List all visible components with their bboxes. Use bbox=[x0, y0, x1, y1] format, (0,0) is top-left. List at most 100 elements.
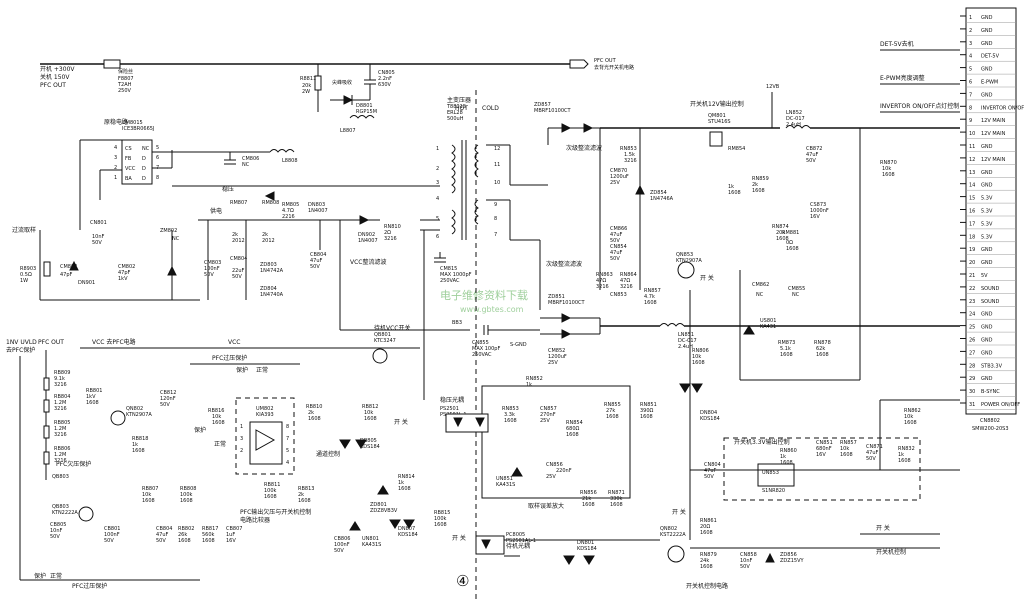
svg-text:UM802: UM802 bbox=[256, 406, 274, 412]
connector-pin-name: GND bbox=[981, 41, 993, 47]
svg-text:1608: 1608 bbox=[904, 420, 917, 426]
svg-text:STU416S: STU416S bbox=[708, 119, 731, 125]
svg-text:D: D bbox=[142, 166, 146, 172]
inv-label: INVERTOR ON/OFF点灯控制 bbox=[880, 102, 959, 110]
svg-text:47uF: 47uF bbox=[610, 232, 623, 238]
sense-resistor bbox=[43, 261, 51, 277]
svg-text:1608: 1608 bbox=[780, 352, 793, 358]
fuse-ref: 保险丝 bbox=[118, 68, 133, 75]
connector-pin-number: 9 bbox=[969, 118, 972, 124]
svg-text:ZD801: ZD801 bbox=[370, 502, 387, 508]
connector-pin-number: 10 bbox=[969, 131, 975, 137]
pfc-ov-bottom: PFC过压保护 bbox=[72, 582, 107, 590]
svg-text:6: 6 bbox=[436, 234, 439, 240]
qn802-transistor bbox=[110, 410, 126, 426]
svg-text:DN804: DN804 bbox=[700, 410, 717, 416]
svg-text:50V: 50V bbox=[104, 538, 114, 544]
svg-text:8: 8 bbox=[156, 175, 159, 181]
svg-text:DC-017: DC-017 bbox=[678, 338, 697, 344]
svg-text:220nF: 220nF bbox=[556, 468, 572, 474]
svg-text:NC: NC bbox=[172, 236, 180, 242]
pfc-out-label: PFC OUT bbox=[594, 58, 617, 64]
svg-text:1k: 1k bbox=[728, 184, 734, 190]
svg-text:DB805: DB805 bbox=[360, 438, 377, 444]
connector-pin-number: 4 bbox=[969, 54, 972, 60]
svg-text:4: 4 bbox=[286, 460, 289, 466]
svg-text:1N4746A: 1N4746A bbox=[650, 196, 674, 202]
protect-label: 保护 bbox=[236, 366, 248, 374]
connector-block: DET-5V去机 E-PWM亮度调整 INVERTOR ON/OFF点灯控制 1… bbox=[880, 7, 1024, 432]
svg-text:47pF: 47pF bbox=[118, 270, 131, 276]
svg-text:CM855: CM855 bbox=[788, 286, 805, 292]
svg-text:2216: 2216 bbox=[282, 214, 295, 220]
svg-text:CS873: CS873 bbox=[810, 202, 826, 208]
svg-text:1608: 1608 bbox=[504, 418, 517, 424]
pfc-out-arrow bbox=[569, 59, 589, 69]
svg-text:CN804: CN804 bbox=[704, 462, 721, 468]
svg-text:0.5Ω: 0.5Ω bbox=[20, 272, 32, 278]
svg-text:RN806: RN806 bbox=[692, 348, 709, 354]
svg-text:RM854: RM854 bbox=[728, 146, 745, 152]
svg-text:4: 4 bbox=[436, 196, 439, 202]
svg-text:ZD851: ZD851 bbox=[548, 294, 565, 300]
svg-text:2k: 2k bbox=[752, 182, 758, 188]
svg-text:1608: 1608 bbox=[786, 246, 799, 252]
svg-text:25V: 25V bbox=[540, 418, 550, 424]
connector-pin-name: GND bbox=[981, 260, 993, 266]
svg-text:4: 4 bbox=[114, 145, 117, 151]
connector-pin-number: 7 bbox=[969, 92, 972, 98]
svg-text:9: 9 bbox=[494, 202, 497, 208]
svg-text:RN879: RN879 bbox=[700, 552, 717, 558]
stabilize-label: 稳压 bbox=[222, 185, 234, 193]
svg-text:680nF: 680nF bbox=[816, 446, 832, 452]
watermark-text: 电子维修资料下载 bbox=[440, 288, 528, 302]
svg-text:3216: 3216 bbox=[54, 382, 67, 388]
on-off-ctrl-label: 开关机控制电路 bbox=[686, 582, 728, 590]
svg-text:16V: 16V bbox=[816, 452, 826, 458]
svg-text:47uF: 47uF bbox=[704, 468, 717, 474]
svg-text:4.7Ω: 4.7Ω bbox=[282, 208, 294, 214]
pwm-ic-block: 原稳电路 UM8015 ICE3BR0665J CS FB VCC BA NC … bbox=[79, 118, 270, 230]
connector-pin-number: 11 bbox=[969, 144, 975, 150]
svg-text:47uF: 47uF bbox=[310, 258, 323, 264]
svg-text:RN864: RN864 bbox=[620, 272, 637, 278]
vcc-pfc-label: VCC 去PFC电路 bbox=[92, 338, 136, 346]
fuse-part: F8807 bbox=[118, 76, 134, 82]
connector-pin-number: 30 bbox=[969, 389, 975, 395]
svg-text:CM852: CM852 bbox=[548, 348, 565, 354]
svg-text:RN878: RN878 bbox=[814, 340, 831, 346]
svg-text:1608: 1608 bbox=[202, 538, 215, 544]
svg-text:RN863: RN863 bbox=[596, 272, 613, 278]
connector-pin-name: 12V MAIN bbox=[981, 157, 1006, 163]
svg-text:NC: NC bbox=[792, 292, 800, 298]
svg-text:62k: 62k bbox=[816, 346, 825, 352]
zd856-zener bbox=[765, 552, 775, 563]
svg-text:10nF: 10nF bbox=[50, 528, 63, 534]
svg-text:680Ω: 680Ω bbox=[566, 426, 580, 432]
svg-text:1608: 1608 bbox=[640, 414, 653, 420]
connector-part: SMW200-20S3 bbox=[972, 426, 1009, 432]
supply-label: 供电 bbox=[210, 207, 222, 215]
svg-text:1608: 1608 bbox=[700, 530, 713, 536]
svg-text:12: 12 bbox=[494, 146, 500, 152]
un851-reg bbox=[511, 467, 523, 477]
svg-text:D: D bbox=[142, 156, 146, 162]
svg-text:11: 11 bbox=[494, 162, 500, 168]
svg-text:RN810: RN810 bbox=[384, 224, 401, 230]
svg-text:KTN2907A: KTN2907A bbox=[126, 412, 152, 418]
svg-text:10k: 10k bbox=[840, 446, 849, 452]
standby-opto-label: 待机光耦 bbox=[506, 542, 530, 550]
svg-text:CM802: CM802 bbox=[118, 264, 135, 270]
connector-pin-name: GND bbox=[981, 67, 993, 73]
aux-rect-note: 次级整流滤波 bbox=[546, 260, 582, 268]
snubber-cap-val: 2.2nF bbox=[378, 76, 392, 82]
pwm-ic-part: ICE3BR0665J bbox=[122, 126, 154, 132]
svg-text:26k: 26k bbox=[178, 532, 187, 538]
svg-text:RN851: RN851 bbox=[640, 402, 657, 408]
svg-text:BB3: BB3 bbox=[452, 320, 462, 326]
svg-text:CN858: CN858 bbox=[740, 552, 757, 558]
qn853-transistor bbox=[677, 261, 695, 279]
svg-text:DN901: DN901 bbox=[78, 280, 95, 286]
connector-pin-name: 5.3V bbox=[981, 234, 993, 240]
svg-text:RB812: RB812 bbox=[362, 404, 378, 410]
